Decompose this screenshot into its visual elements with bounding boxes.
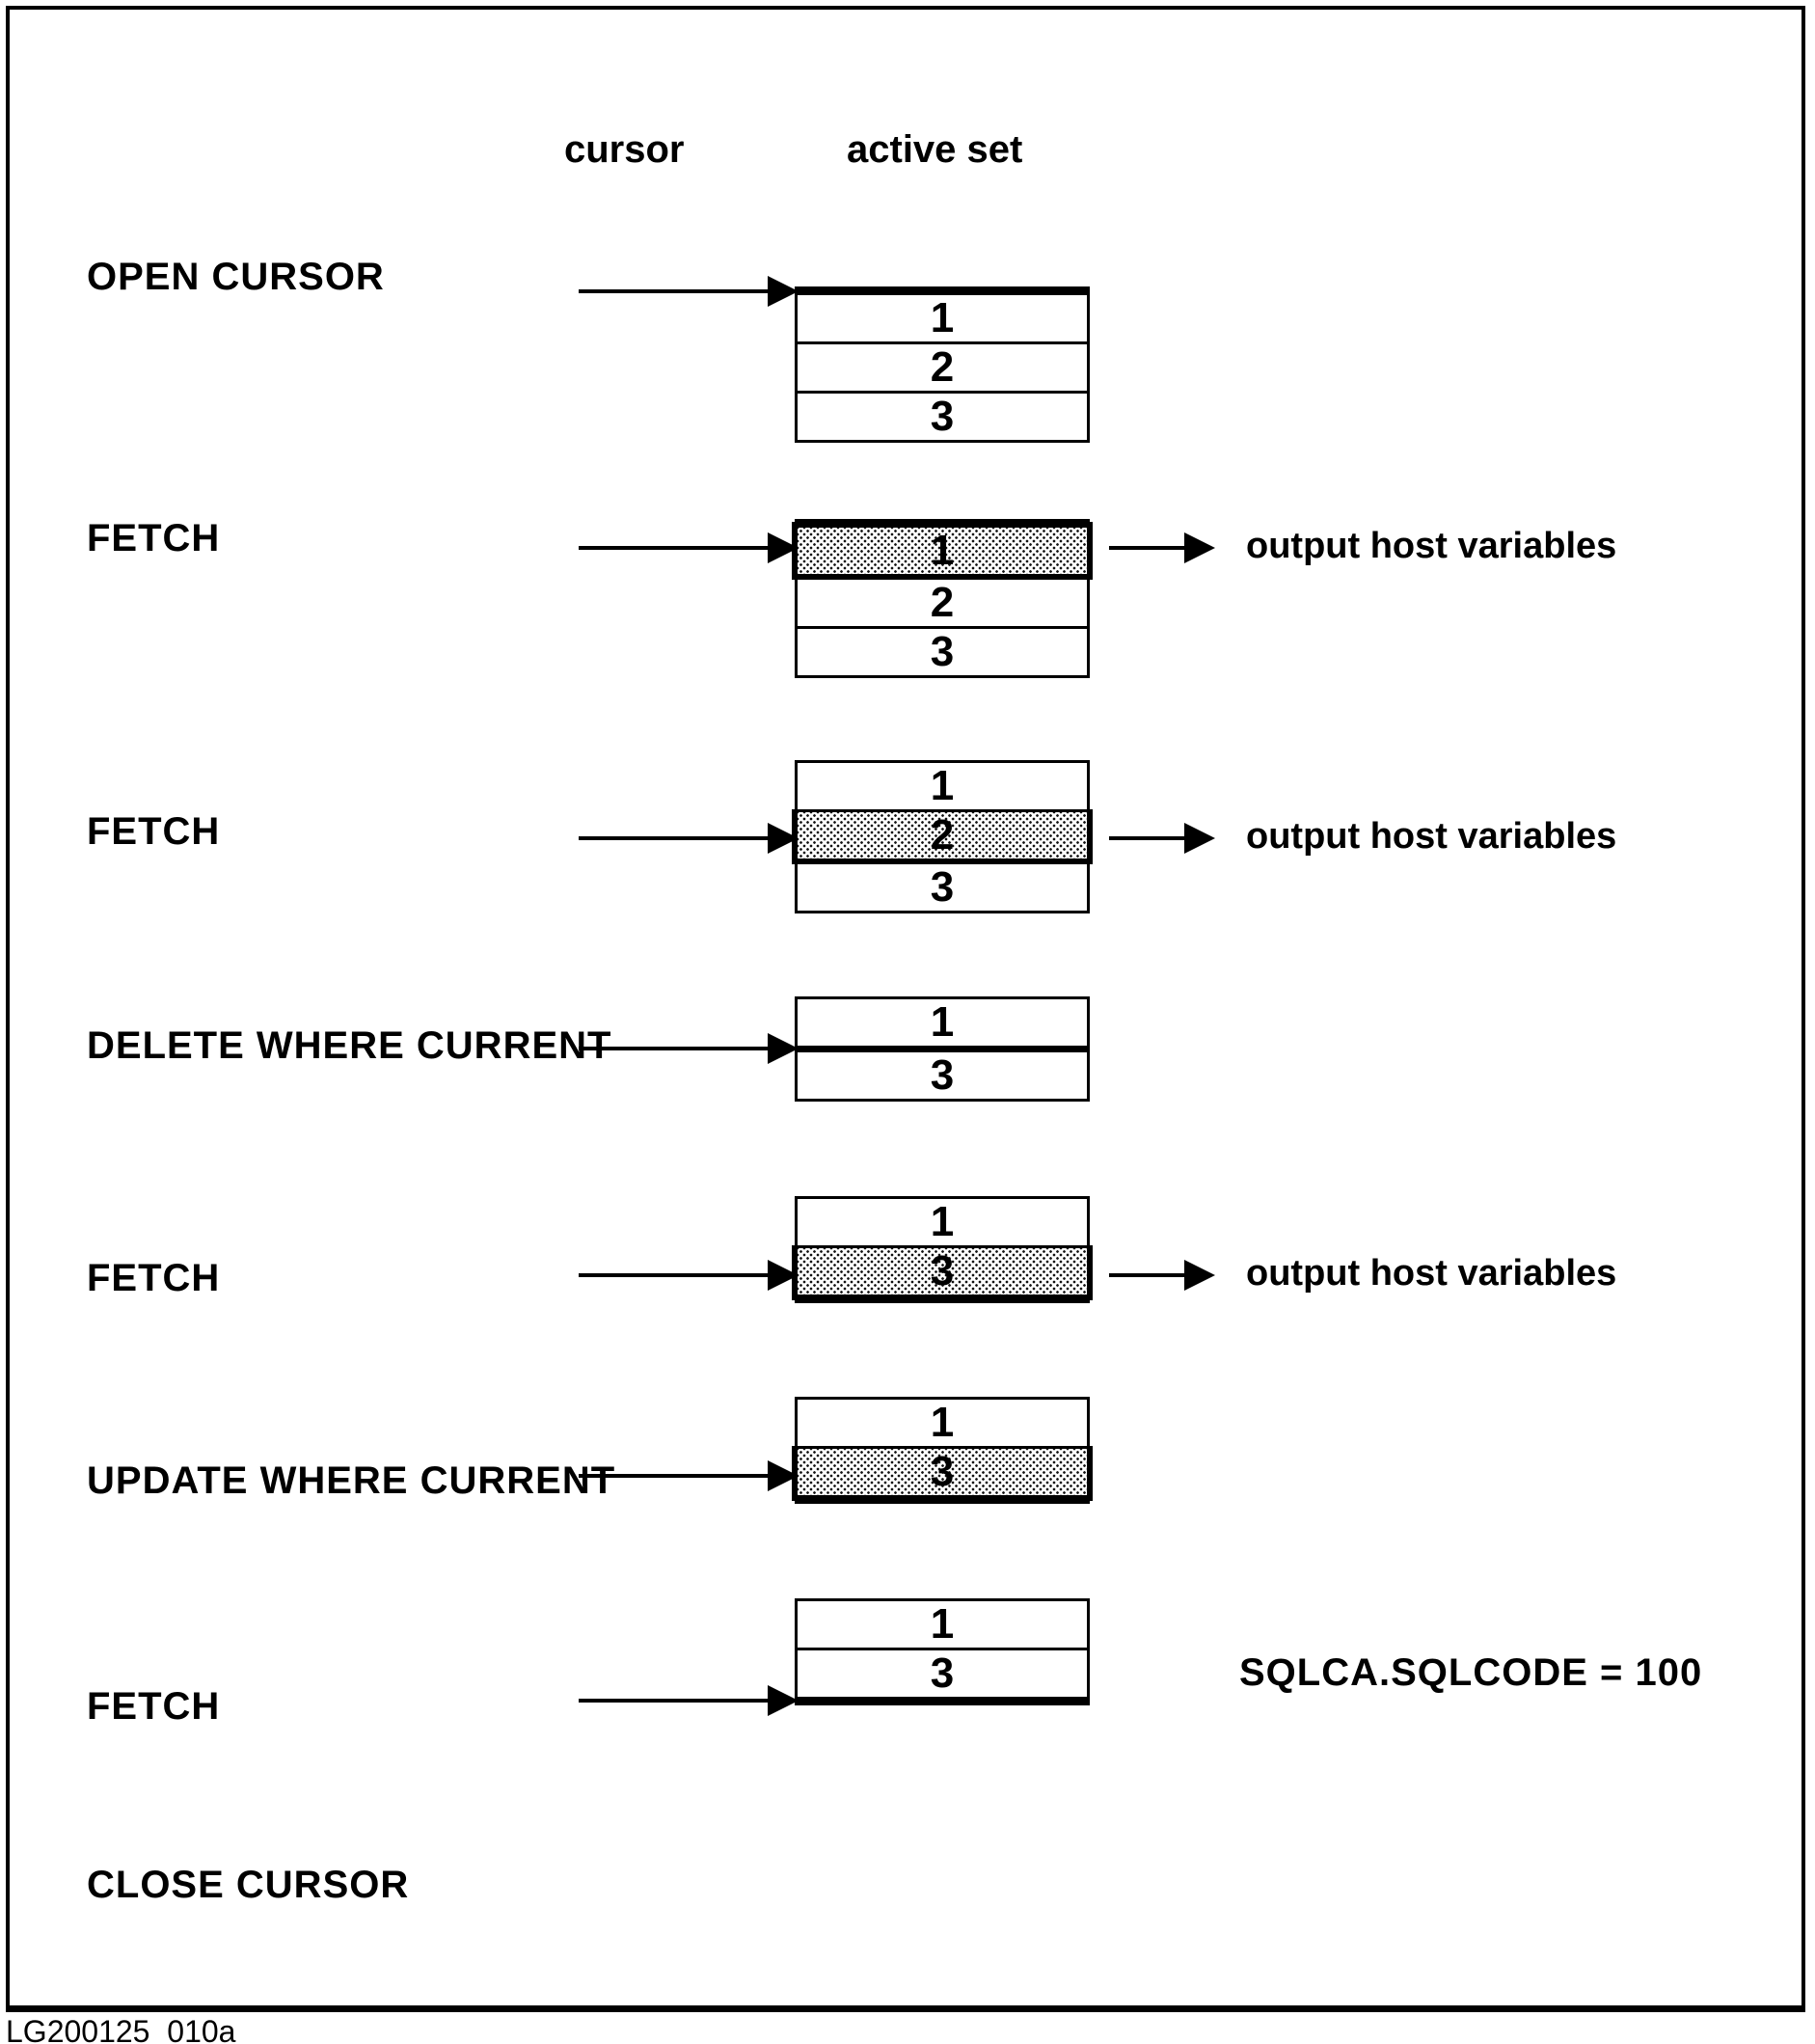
output-arrow [1109,823,1215,854]
table-row: 3 [798,864,1087,911]
active-set-table: 1 3 [795,996,1090,1102]
table-row: 1 [798,1601,1087,1648]
statement-label-fetch: FETCH [87,1685,221,1728]
current-row: 2 [792,809,1093,864]
figure-caption: LG200125_010a [6,2014,236,2044]
table-row-after-deleted-divider: 3 [798,1046,1087,1099]
table-row: 3 [798,1648,1087,1697]
table-row: 1 [798,295,1087,341]
active-set-table: 1 2 3 [792,519,1093,678]
active-set-table: 1 3 [792,1397,1093,1504]
cursor-arrow [579,1260,799,1291]
statement-label-update-where-current: UPDATE WHERE CURRENT [87,1459,616,1502]
current-row: 3 [792,1446,1093,1501]
statement-label-fetch: FETCH [87,517,221,559]
table-row: 2 [798,580,1087,626]
sqlcode-note: SQLCA.SQLCODE = 100 [1239,1651,1703,1694]
column-header-cursor: cursor [564,128,685,171]
current-row: 3 [792,1245,1093,1300]
output-arrow [1109,532,1215,563]
output-arrow [1109,1260,1215,1291]
active-set-table: 1 2 3 [792,760,1093,913]
active-set-table: 1 2 3 [795,286,1090,443]
table-row: 3 [798,391,1087,440]
cursor-arrow [579,1033,799,1064]
table-row: 3 [798,626,1087,675]
output-label: output host variables [1246,526,1617,566]
table-row: 2 [798,341,1087,391]
table-row: 1 [798,763,1087,809]
statement-label-fetch: FETCH [87,810,221,853]
statement-label-close-cursor: CLOSE CURSOR [87,1864,410,1906]
output-label: output host variables [1246,816,1617,857]
cursor-arrow [579,823,799,854]
statement-label-fetch: FETCH [87,1257,221,1299]
active-set-table: 1 3 [795,1598,1090,1705]
current-row: 1 [792,522,1093,580]
table-row: 1 [798,999,1087,1046]
statement-label-open-cursor: OPEN CURSOR [87,256,385,298]
table-row: 1 [798,1199,1087,1245]
active-set-table: 1 3 [792,1196,1093,1303]
cursor-arrow [579,1460,799,1491]
cursor-arrow [579,1685,799,1716]
output-label: output host variables [1246,1253,1617,1294]
cursor-arrow [579,532,799,563]
table-row: 1 [798,1400,1087,1446]
statement-label-delete-where-current: DELETE WHERE CURRENT [87,1024,612,1067]
cursor-arrow [579,276,799,307]
column-header-active-set: active set [847,128,1023,171]
